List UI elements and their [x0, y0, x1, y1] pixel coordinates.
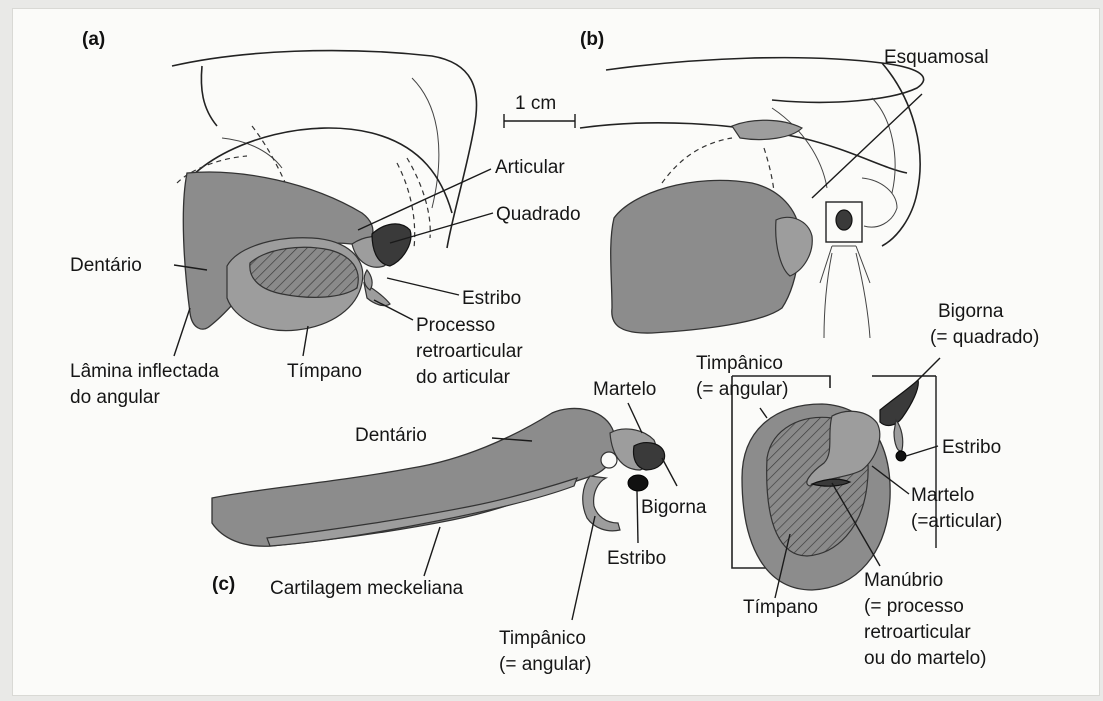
- label-processo-3: do articular: [416, 367, 511, 388]
- figure: (a) (b) (c) 1 cm Articular Quadrado Dent…: [12, 8, 1100, 696]
- label-timpanico-b-2: (= angular): [696, 379, 788, 400]
- scale-bar: [504, 114, 575, 128]
- panel-a-drawing: [172, 51, 493, 356]
- label-manubrio-3: retroarticular: [864, 622, 971, 643]
- scale-bar-label: 1 cm: [515, 93, 556, 114]
- label-estribo-a: Estribo: [462, 288, 521, 309]
- label-lamina-2: do angular: [70, 387, 160, 408]
- label-processo-2: retroarticular: [416, 341, 523, 362]
- label-quadrado: Quadrado: [496, 204, 581, 225]
- label-bigorna-c: Bigorna: [641, 497, 707, 518]
- label-dentario-c: Dentário: [355, 425, 427, 446]
- diagram: (a) (b) (c) 1 cm Articular Quadrado Dent…: [12, 8, 1100, 696]
- label-martelo-b-2: (=articular): [911, 511, 1002, 532]
- label-bigorna-b-1: Bigorna: [938, 301, 1004, 322]
- label-timpanico-c-2: (= angular): [499, 654, 591, 675]
- panel-c-label: (c): [212, 574, 235, 595]
- label-articular: Articular: [495, 157, 565, 178]
- panel-b-label: (b): [580, 29, 604, 50]
- label-bigorna-b-2: (= quadrado): [930, 327, 1039, 348]
- label-martelo-c: Martelo: [593, 379, 656, 400]
- label-esquamosal: Esquamosal: [884, 47, 989, 68]
- label-processo-1: Processo: [416, 315, 495, 336]
- label-estribo-c: Estribo: [607, 548, 666, 569]
- label-manubrio-4: ou do martelo): [864, 648, 987, 669]
- label-manubrio-1: Manúbrio: [864, 570, 943, 591]
- panel-a-label: (a): [82, 29, 105, 50]
- label-lamina-1: Lâmina inflectada: [70, 361, 219, 382]
- label-timpano-a: Tímpano: [287, 361, 362, 382]
- label-timpanico-b-1: Timpânico: [696, 353, 783, 374]
- label-cartilagem: Cartilagem meckeliana: [270, 578, 464, 599]
- panel-b-drawing: [580, 58, 924, 338]
- label-dentario-a: Dentário: [70, 255, 142, 276]
- label-timpano-b: Tímpano: [743, 597, 818, 618]
- label-timpanico-c-1: Timpânico: [499, 628, 586, 649]
- label-estribo-b: Estribo: [942, 437, 1001, 458]
- label-martelo-b-1: Martelo: [911, 485, 974, 506]
- label-manubrio-2: (= processo: [864, 596, 964, 617]
